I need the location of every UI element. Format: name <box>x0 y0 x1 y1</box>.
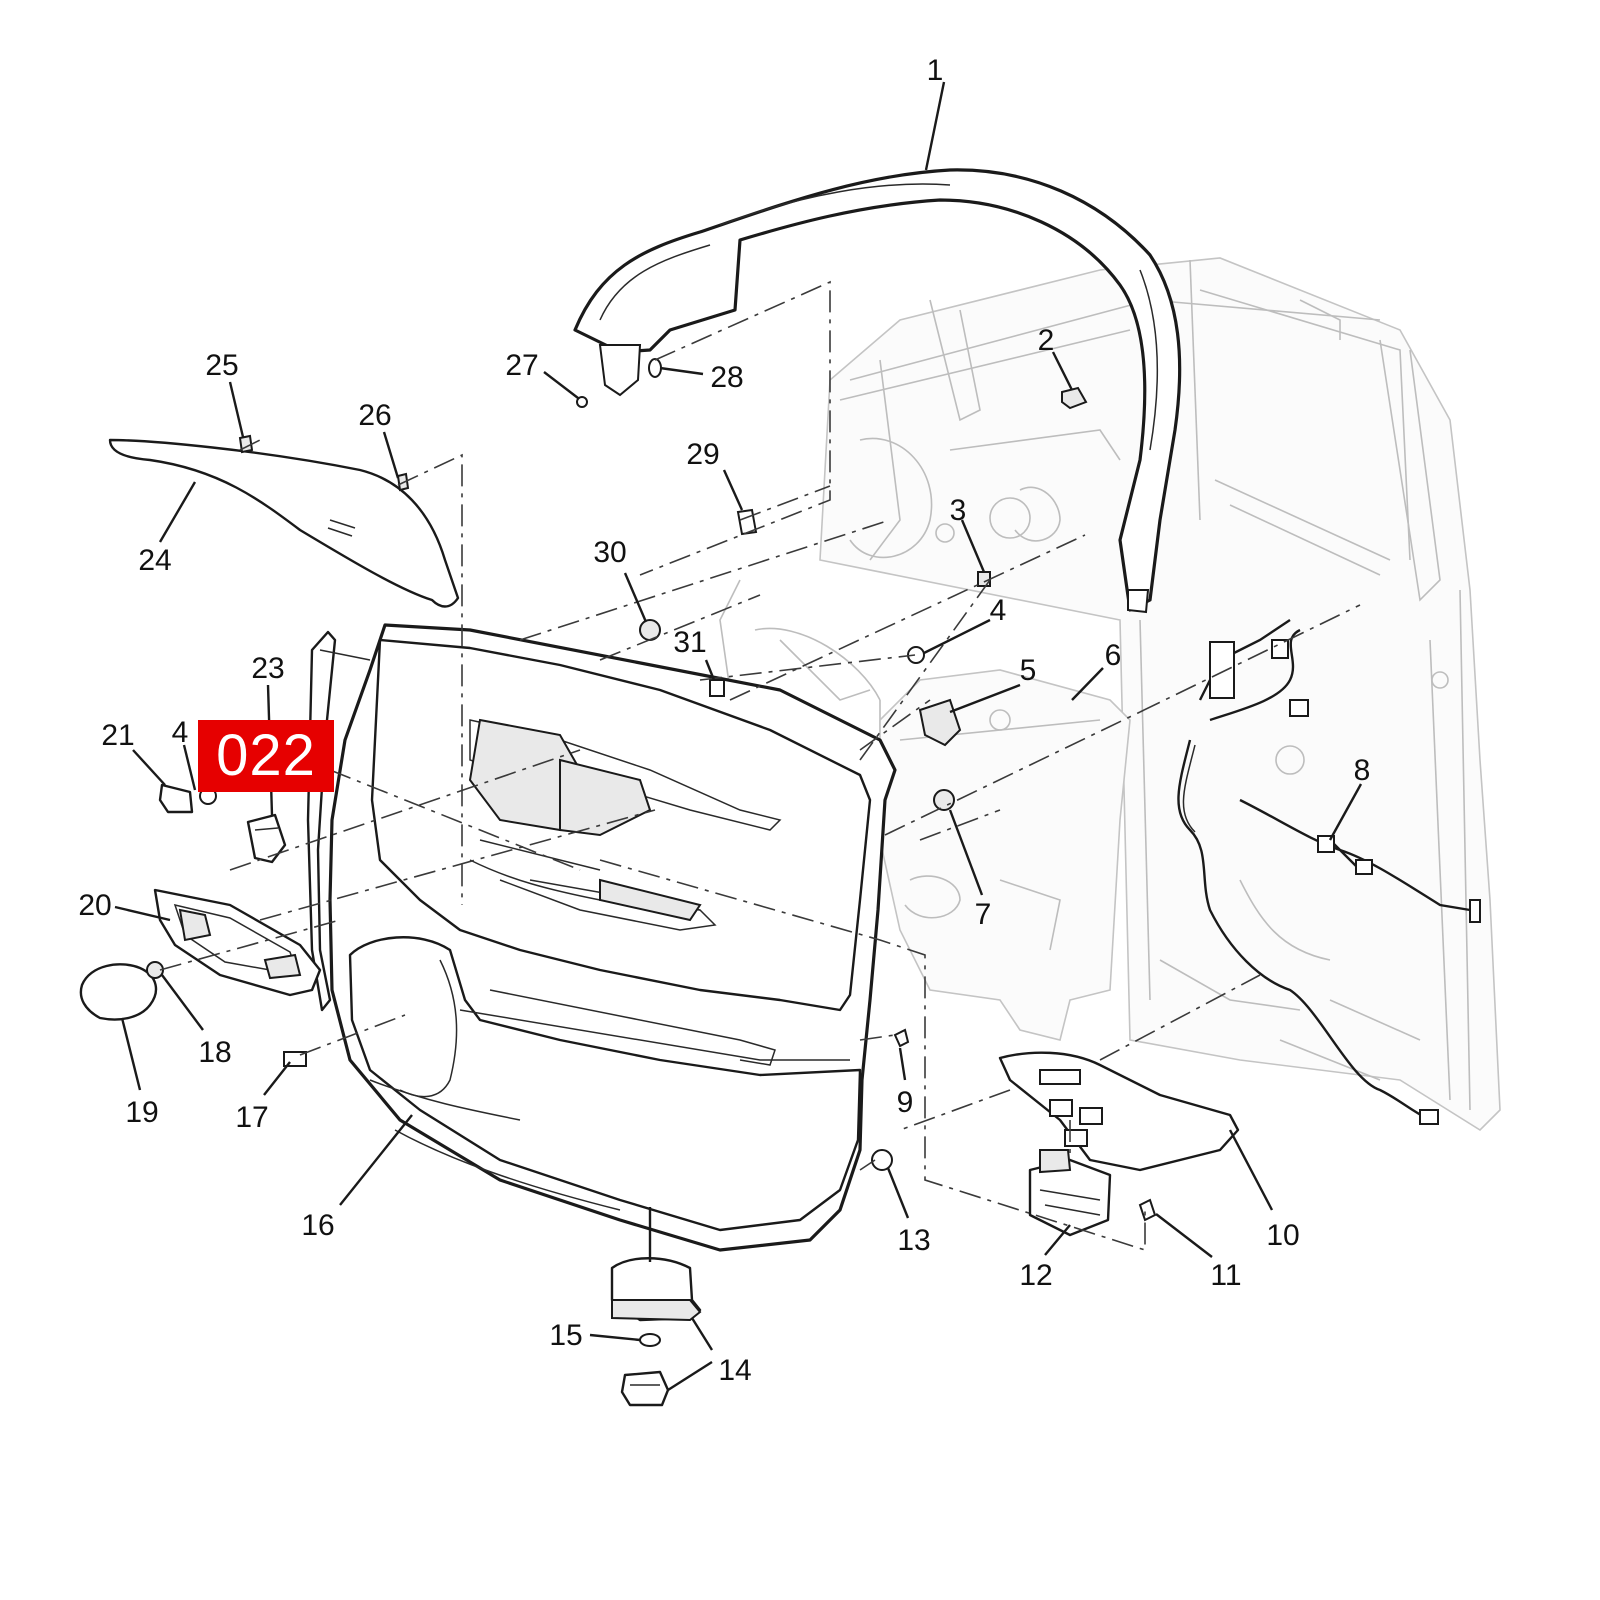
callout-6: 6 <box>1105 639 1122 672</box>
callout-21: 21 <box>101 719 134 752</box>
part-number-badge: 022 <box>198 720 334 792</box>
callout-10: 10 <box>1266 1219 1299 1252</box>
callout-5: 5 <box>1020 654 1037 687</box>
callout-15: 15 <box>549 1319 582 1352</box>
callout-4b: 4 <box>172 716 189 749</box>
callout-29: 29 <box>686 438 719 471</box>
callout-16: 16 <box>301 1209 334 1242</box>
callout-11: 11 <box>1210 1259 1241 1292</box>
callout-17: 17 <box>235 1101 268 1134</box>
callout-4a: 4 <box>990 594 1007 627</box>
callout-20: 20 <box>78 889 111 922</box>
part-19-cap <box>79 963 158 1021</box>
part-14-courtesy-lamp <box>610 1257 702 1407</box>
part-10-switch-bezel <box>998 1051 1240 1172</box>
callout-8: 8 <box>1354 754 1371 787</box>
fasteners <box>146 358 1157 1347</box>
part-20-handle-bezel <box>153 888 322 997</box>
part-1-window-frame-molding <box>573 168 1182 614</box>
callout-31: 31 <box>673 626 706 659</box>
callout-12: 12 <box>1019 1259 1052 1292</box>
callout-2: 2 <box>1038 324 1055 357</box>
callout-19: 19 <box>125 1096 158 1129</box>
callout-18: 18 <box>198 1036 231 1069</box>
part-24-upper-trim-panel <box>108 438 460 608</box>
callout-27: 27 <box>505 349 538 382</box>
part-12-window-switch <box>1028 1149 1112 1237</box>
callout-labels: 1 2 3 4 4 5 6 7 8 9 10 11 12 13 14 15 16… <box>78 54 1370 1387</box>
callout-3: 3 <box>950 494 967 527</box>
part-8-wire-harness <box>1177 619 1481 1125</box>
callout-14: 14 <box>718 1354 751 1387</box>
door-inner-frame <box>819 257 1501 1132</box>
part-23-handle-bracket <box>246 813 287 864</box>
callout-9: 9 <box>897 1086 914 1119</box>
callout-24: 24 <box>138 544 171 577</box>
alignment-lines <box>159 280 1361 1252</box>
leader-lines <box>114 81 1363 1392</box>
callout-28: 28 <box>710 361 743 394</box>
part-16-door-trim-panel <box>306 623 897 1252</box>
callout-7: 7 <box>975 898 992 931</box>
callout-26: 26 <box>358 399 391 432</box>
callout-23: 23 <box>251 652 284 685</box>
part-6-water-deflector <box>879 669 1131 1041</box>
callout-25: 25 <box>205 349 238 382</box>
callout-30: 30 <box>593 536 626 569</box>
part-21-clip <box>158 783 217 814</box>
callout-1: 1 <box>927 54 944 87</box>
callout-13: 13 <box>897 1224 930 1257</box>
